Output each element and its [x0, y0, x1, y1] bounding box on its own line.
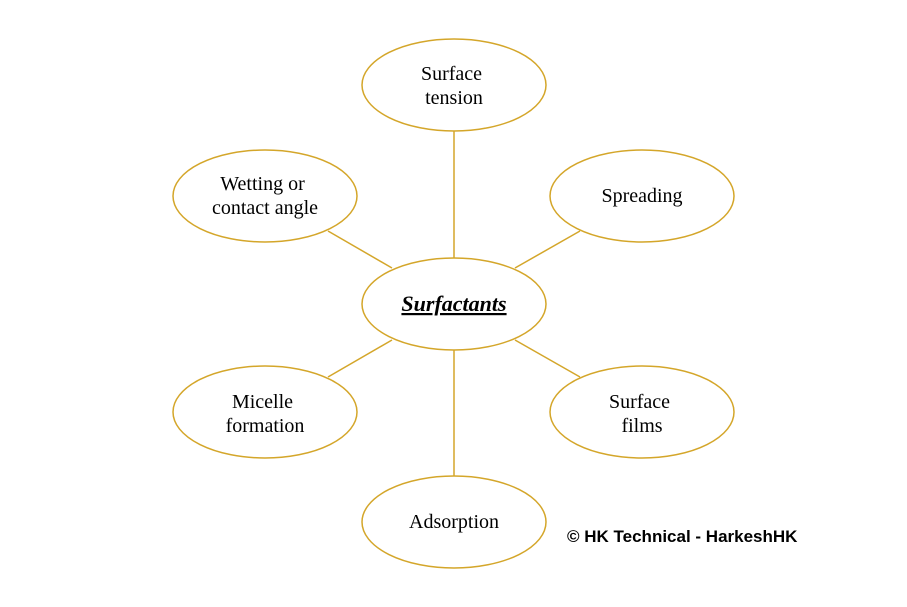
node-surface-films-ellipse	[549, 365, 735, 459]
node-surface-tension-line-1: Surface	[421, 63, 482, 85]
node-surface-tension-ellipse	[361, 38, 547, 132]
node-adsorption: Adsorption	[361, 475, 547, 569]
node-wetting-contact-angle-ellipse	[172, 149, 358, 243]
node-surface-films: Surface films	[549, 365, 735, 459]
node-surface-films-line-1: Surface	[609, 391, 670, 413]
node-spreading: Spreading	[549, 149, 735, 243]
node-adsorption-label: Adsorption	[409, 511, 499, 533]
node-spreading-line-1: Spreading	[601, 185, 682, 207]
node-wetting-contact-angle-line-1: Wetting or	[220, 173, 305, 195]
node-surface-tension-label: Surface tension	[421, 63, 487, 109]
edge-micelle-formation	[327, 339, 393, 378]
node-micelle-formation: Micelle formation	[172, 365, 358, 459]
node-adsorption-line-1: Adsorption	[409, 511, 499, 533]
edge-surface-films	[514, 339, 581, 378]
node-surfactants-label: Surfactants	[401, 291, 506, 316]
node-micelle-formation-line-2: formation	[226, 415, 305, 437]
node-surface-films-line-2: films	[621, 415, 662, 437]
node-surface-tension-line-2: tension	[425, 87, 483, 109]
edge-spreading	[514, 230, 581, 269]
edge-wetting-contact-angle	[327, 230, 393, 269]
node-surfactants-ellipse	[361, 257, 547, 351]
node-spreading-label: Spreading	[601, 185, 682, 207]
node-adsorption-ellipse	[361, 475, 547, 569]
connectors	[327, 130, 581, 476]
node-surfactants-center: Surfactants	[361, 257, 547, 351]
copyright-text: © HK Technical - HarkeshHK	[567, 527, 798, 546]
node-spreading-ellipse	[549, 149, 735, 243]
node-wetting-contact-angle-label: Wetting or contact angle	[212, 173, 318, 219]
node-surface-tension: Surface tension	[361, 38, 547, 132]
node-micelle-formation-ellipse	[172, 365, 358, 459]
node-micelle-formation-line-1: Micelle	[232, 391, 293, 413]
node-wetting-contact-angle: Wetting or contact angle	[172, 149, 358, 243]
node-wetting-contact-angle-line-2: contact angle	[212, 197, 318, 219]
node-micelle-formation-label: Micelle formation	[226, 391, 305, 437]
node-surface-films-label: Surface films	[609, 391, 675, 437]
